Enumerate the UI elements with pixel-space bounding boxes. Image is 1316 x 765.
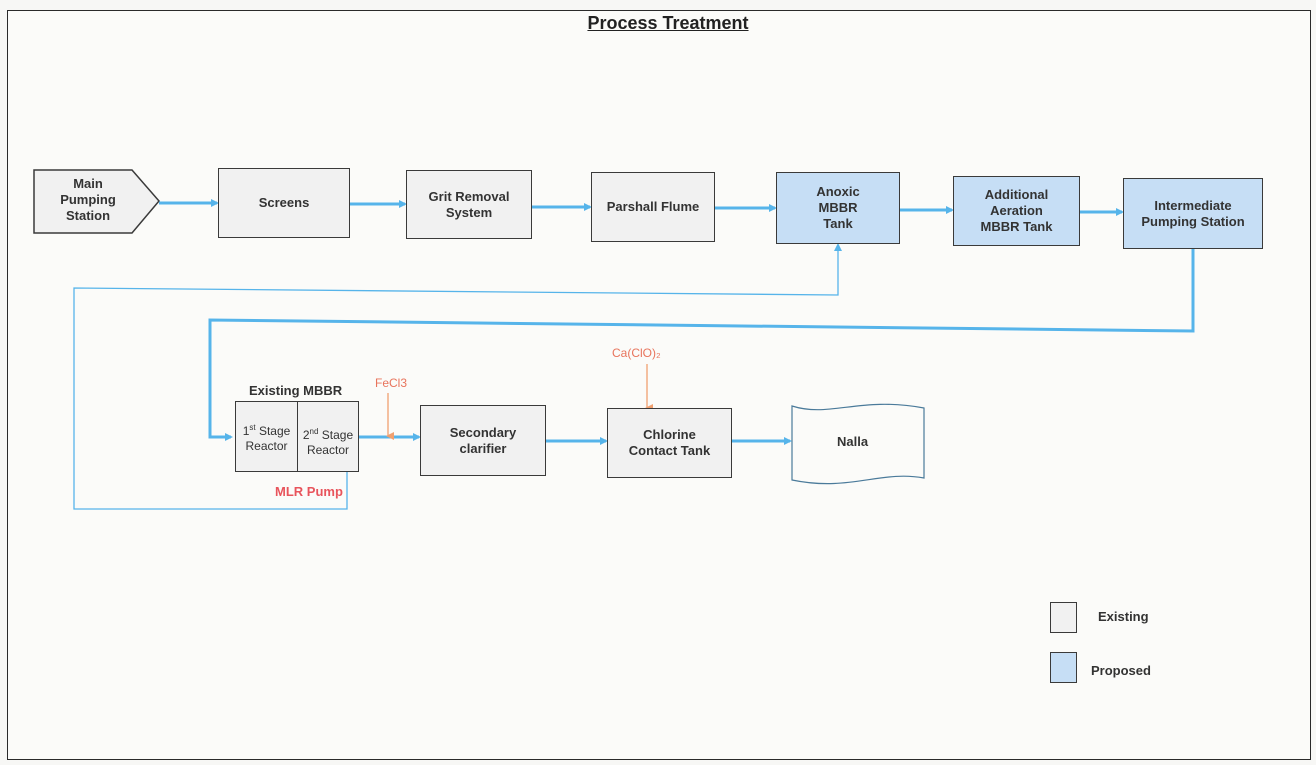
stage1-stage-word: Stage bbox=[258, 423, 291, 438]
calcium-hypochlorite-label: Ca(ClO)₂ bbox=[612, 346, 661, 360]
flow-line-intermediate-to-mbbr bbox=[208, 249, 1195, 441]
anoxic-mbbr-tank-box: Anoxic MBBR Tank bbox=[776, 172, 900, 244]
diagram-page bbox=[7, 10, 1311, 760]
legend-existing-label: Existing bbox=[1098, 609, 1149, 624]
main-pumping-station-shape bbox=[33, 169, 160, 234]
fecl3-label: FeCl3 bbox=[375, 376, 408, 390]
secondary-clarifier-label: Secondary clarifier bbox=[449, 424, 517, 456]
stage1-number: 1 bbox=[242, 423, 250, 438]
stage1-reactor-word: Reactor bbox=[245, 438, 288, 453]
aeration-mbbr-tank-label: Additional Aeration MBBR Tank bbox=[980, 187, 1053, 234]
intermediate-pumping-station-label: Intermediate Pumping Station bbox=[1141, 197, 1245, 229]
legend-existing-swatch bbox=[1050, 602, 1077, 633]
mlr-pump-label: MLR Pump bbox=[275, 484, 343, 499]
stage2-ordinal: nd bbox=[309, 427, 319, 436]
screens-label: Screens bbox=[258, 195, 310, 210]
stage2-reactor-word: Reactor bbox=[306, 443, 349, 457]
nalla-shape bbox=[791, 403, 925, 485]
aeration-mbbr-tank-box: Additional Aeration MBBR Tank bbox=[953, 176, 1080, 246]
parshall-flume-label: Parshall Flume bbox=[606, 199, 700, 214]
secondary-clarifier-box: Secondary clarifier bbox=[420, 405, 546, 476]
screens-box: Screens bbox=[218, 168, 350, 238]
stage2-number: 2 bbox=[302, 428, 310, 442]
mlr-recycle-line bbox=[73, 243, 842, 510]
chlorine-contact-tank-label: Chlorine Contact Tank bbox=[628, 427, 711, 458]
grit-removal-box: Grit Removal System bbox=[406, 170, 532, 239]
grit-removal-label: Grit Removal System bbox=[428, 188, 510, 220]
stage2-reactor-label: 2nd Stage Reactor bbox=[303, 424, 353, 458]
chlorine-contact-tank-box: Chlorine Contact Tank bbox=[607, 408, 732, 478]
main-pumping-station-label: Main Pumping Station bbox=[60, 176, 116, 223]
legend-proposed-swatch bbox=[1050, 652, 1077, 683]
stage1-reactor-label: 1st Stage Reactor bbox=[243, 420, 291, 454]
diagram-title: Process Treatment bbox=[587, 13, 749, 33]
stage1-reactor-box: 1st Stage Reactor bbox=[235, 401, 298, 472]
nalla-label: Nalla bbox=[837, 434, 869, 449]
existing-mbbr-title: Existing MBBR bbox=[249, 383, 343, 398]
stage2-reactor-box: 2nd Stage Reactor bbox=[297, 401, 359, 472]
anoxic-mbbr-tank-label: Anoxic MBBR Tank bbox=[816, 184, 860, 231]
legend-proposed-label: Proposed bbox=[1091, 663, 1151, 678]
parshall-flume-box: Parshall Flume bbox=[591, 172, 715, 242]
intermediate-pumping-station-box: Intermediate Pumping Station bbox=[1123, 178, 1263, 249]
stage1-ordinal: st bbox=[249, 422, 256, 432]
stage2-stage-word: Stage bbox=[321, 428, 354, 442]
